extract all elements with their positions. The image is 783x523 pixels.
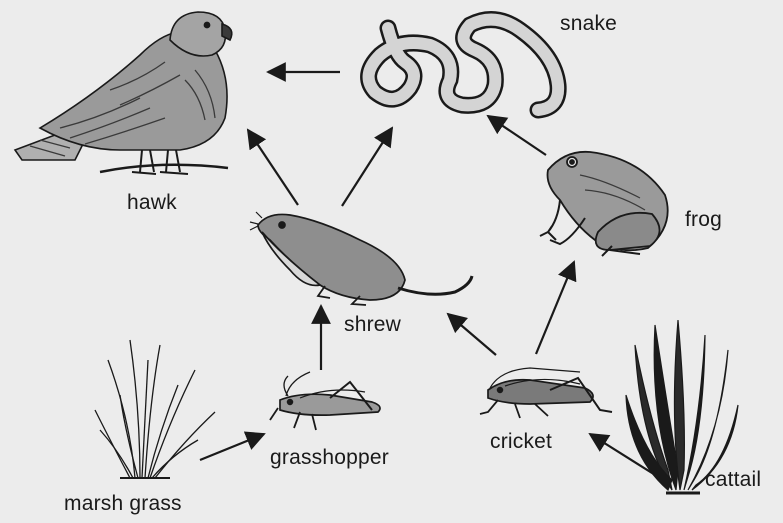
snake-label: snake [560, 12, 617, 36]
shrew-label: shrew [344, 313, 401, 337]
grasshopper-illustration [270, 372, 380, 430]
shrew-illustration [250, 212, 472, 305]
arrow-cricket-to-shrew [448, 314, 496, 355]
arrow-frog-to-snake [488, 116, 546, 155]
frog-illustration [540, 152, 668, 256]
arrow-cricket-to-frog [536, 262, 574, 354]
marsh-grass-label: marsh grass [64, 492, 182, 516]
arrow-shrew-to-hawk [248, 130, 298, 205]
hawk-illustration [15, 12, 232, 174]
arrow-shrew-to-snake [342, 128, 392, 206]
marsh-grass-illustration [95, 340, 215, 478]
snake-illustration [369, 20, 559, 110]
grasshopper-label: grasshopper [270, 446, 389, 470]
cattail-label: cattail [705, 468, 761, 492]
food-web-arrows [200, 72, 660, 478]
cricket-illustration [480, 368, 612, 418]
frog-label: frog [685, 208, 722, 232]
cricket-label: cricket [490, 430, 552, 454]
hawk-label: hawk [127, 191, 177, 215]
arrow-marsh-grass-to-grasshopper [200, 434, 264, 460]
